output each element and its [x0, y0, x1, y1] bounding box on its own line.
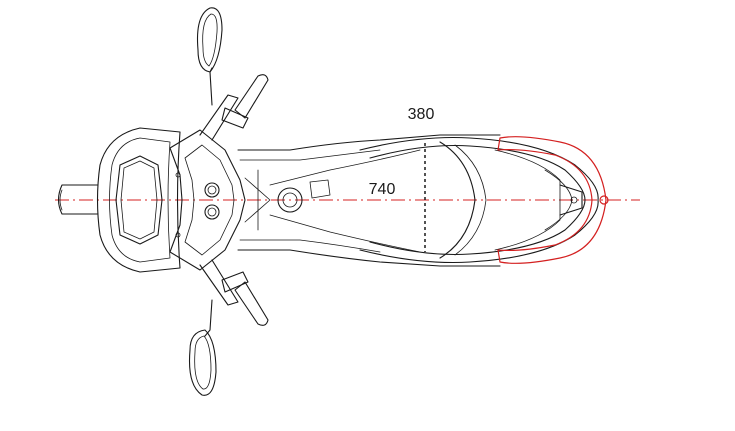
front-fairing [96, 127, 181, 273]
rear-grab-rail [497, 136, 609, 264]
body-panels [237, 134, 501, 267]
seat-width-label: 380 [408, 106, 435, 123]
seat [359, 136, 599, 264]
mirror-lower [188, 299, 217, 396]
seat-length-label: 740 [369, 181, 396, 198]
front-nose [57, 184, 99, 215]
handlebar-assembly [169, 74, 269, 326]
mirror-upper [196, 7, 223, 106]
